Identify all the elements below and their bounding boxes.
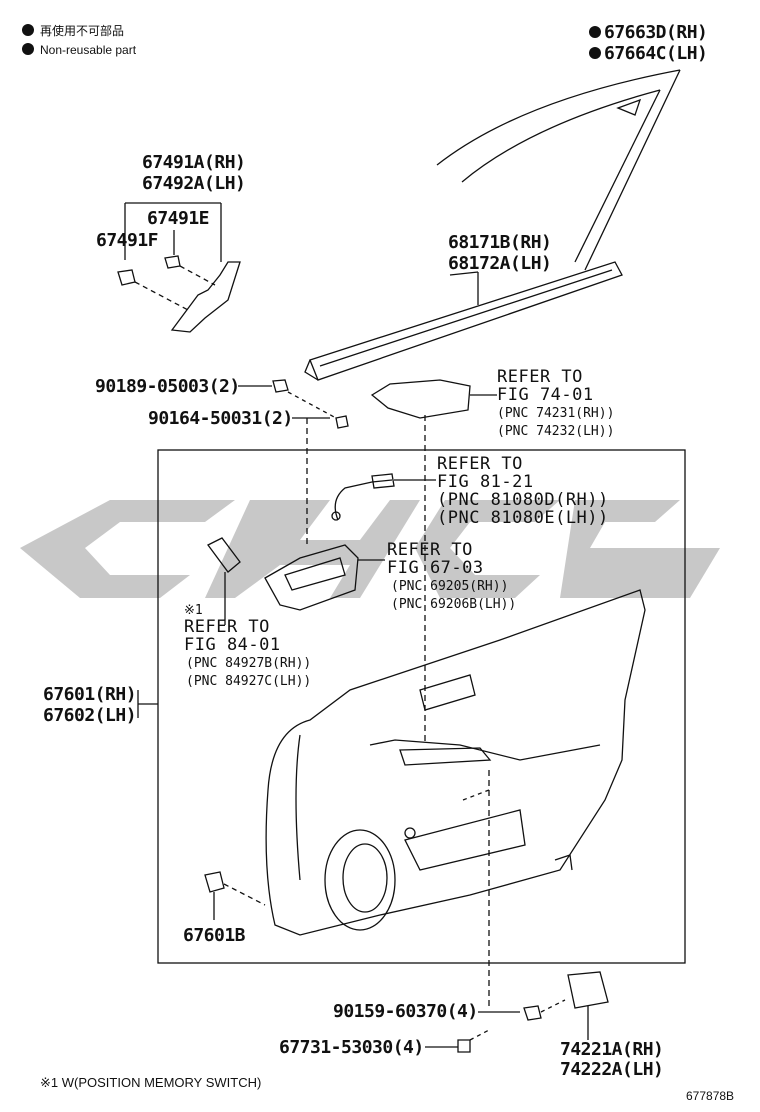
part-label-74221a[interactable]: 74221A(RH) — [560, 1039, 664, 1060]
refer-84-pnc-rh: (PNC 84927B(RH)) — [186, 656, 312, 671]
refer-74-pnc-lh: (PNC 74232(LH)) — [497, 424, 615, 439]
non-reusable-dot-icon — [22, 43, 34, 55]
assembly-frame — [157, 449, 686, 964]
part-label-67731[interactable]: 67731-53030(4) — [279, 1037, 424, 1058]
refer-67-pnc-lh: (PNC 69206B(LH)) — [391, 597, 517, 612]
part-label-90189[interactable]: 90189-05003(2) — [95, 376, 240, 397]
legend-japanese-label: 再使用不可部品 — [40, 24, 125, 38]
memory-switch-illustration — [207, 537, 241, 625]
lower-fasteners-illustration — [425, 999, 566, 1053]
part-label-68171b[interactable]: 68171B(RH) — [448, 232, 552, 253]
part-label-67663d[interactable]: 67663D(RH) — [604, 22, 708, 43]
part-label-90164[interactable]: 90164-50031(2) — [148, 408, 293, 429]
refer-84-line1: REFER TO — [184, 617, 270, 637]
refer-81-link[interactable]: FIG 81-21 — [437, 472, 534, 492]
door-trim-panel-illustration — [137, 589, 646, 1010]
refer-84-pnc-lh: (PNC 84927C(LH)) — [186, 674, 312, 689]
pocket-cover-illustration — [567, 971, 609, 1040]
part-label-90159[interactable]: 90159-60370(4) — [333, 1001, 478, 1022]
refer-74-link[interactable]: FIG 74-01 — [497, 385, 594, 405]
non-reusable-dot-icon — [22, 24, 34, 36]
screws-illustration — [238, 379, 349, 548]
part-label-67601[interactable]: 67601(RH) — [43, 684, 137, 705]
footnote: ※1 W(POSITION MEMORY SWITCH) — [40, 1075, 262, 1090]
courtesy-lamp-wire-illustration — [331, 473, 436, 521]
part-label-67491e[interactable]: 67491E — [147, 208, 210, 229]
part-label-74222a[interactable]: 74222A(LH) — [560, 1059, 664, 1080]
part-label-67491f[interactable]: 67491F — [96, 230, 159, 251]
refer-81-pnc-lh: (PNC 81080E(LH)) — [437, 508, 609, 528]
refer-84-link[interactable]: FIG 84-01 — [184, 635, 281, 655]
window-switch-illustration — [370, 379, 497, 745]
belt-moulding-illustration — [304, 261, 623, 381]
refer-74-pnc-rh: (PNC 74231(RH)) — [497, 406, 615, 421]
refer-67-pnc-rh: (PNC 69205(RH)) — [391, 579, 509, 594]
refer-67-line1: REFER TO — [387, 540, 473, 560]
inside-handle-illustration — [264, 544, 385, 611]
part-label-67664c[interactable]: 67664C(LH) — [604, 43, 708, 64]
part-label-67602[interactable]: 67602(LH) — [43, 705, 137, 726]
bracket-67491-illustration — [117, 202, 241, 333]
non-reusable-dot-icon — [589, 26, 601, 38]
clip-67601b-illustration — [204, 871, 266, 920]
part-label-67491a[interactable]: 67491A(RH) — [142, 152, 246, 173]
refer-67-link[interactable]: FIG 67-03 — [387, 558, 484, 578]
non-reusable-dot-icon — [589, 47, 601, 59]
refer-84-note-mark: ※1 — [184, 603, 203, 618]
watermark-logo — [20, 500, 720, 598]
door-frame-moulding-illustration — [436, 69, 681, 271]
figure-id: 677878B — [686, 1089, 735, 1103]
part-label-68172a[interactable]: 68172A(LH) — [448, 253, 552, 274]
refer-74-line1: REFER TO — [497, 367, 583, 387]
refer-81-pnc-rh: (PNC 81080D(RH)) — [437, 490, 609, 510]
refer-81-line1: REFER TO — [437, 454, 523, 474]
part-label-67601b[interactable]: 67601B — [183, 925, 246, 946]
part-label-67492a[interactable]: 67492A(LH) — [142, 173, 246, 194]
legend-english-label: Non-reusable part — [40, 43, 137, 57]
